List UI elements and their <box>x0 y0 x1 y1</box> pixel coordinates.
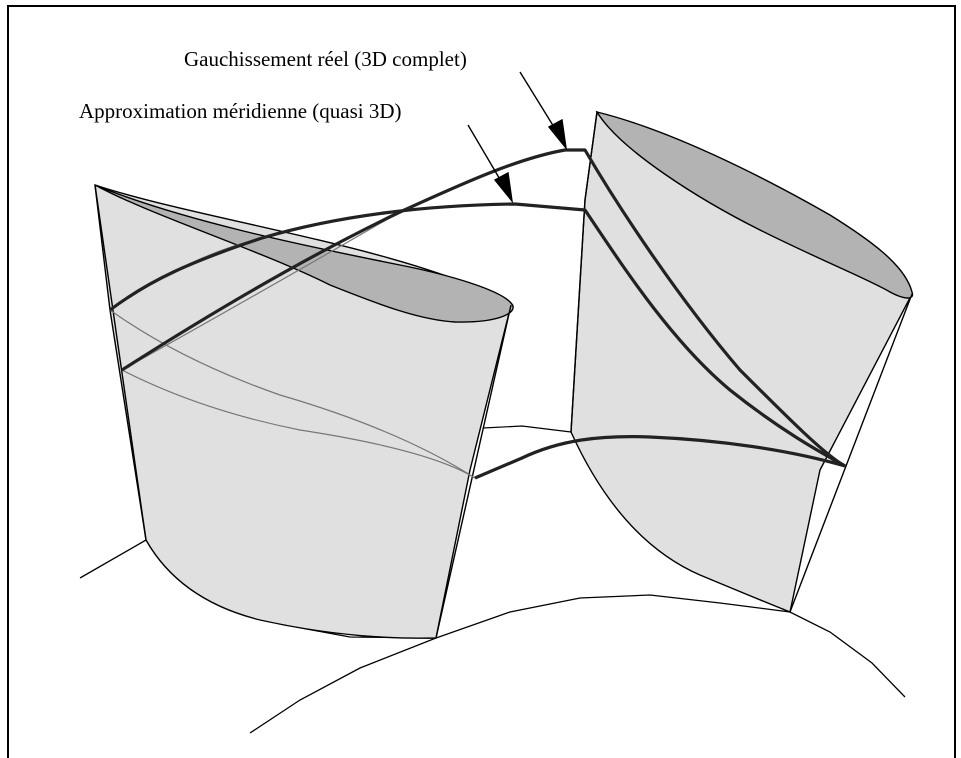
right-blade-trailing-edge <box>789 293 913 613</box>
hidden-line-lower <box>121 369 476 479</box>
passage-bottom-curve <box>474 435 846 480</box>
left-blade-leading-edge <box>94 184 147 541</box>
right-blade-top <box>595 110 914 299</box>
meridian-approx-curve <box>109 202 846 468</box>
label-real-warping: Gauchissement réel (3D complet) <box>184 47 467 71</box>
hidden-line-upper <box>109 309 476 479</box>
real-warping-arrowhead <box>547 118 568 151</box>
passage-thin-line <box>482 425 572 433</box>
left-blade <box>94 183 514 639</box>
label-meridian-approx: Approximation méridienne (quasi 3D) <box>79 99 402 123</box>
left-blade-trailing-edge <box>435 304 512 639</box>
real-warping-curve <box>121 148 846 468</box>
meridian-arrowhead <box>493 171 514 204</box>
hidden-line-lower-back <box>121 211 401 371</box>
annotation-arrows <box>467 71 568 204</box>
section-curves <box>109 148 846 480</box>
left-blade-top <box>94 184 514 323</box>
right-blade-leading-edge <box>570 111 598 433</box>
figure-frame <box>7 5 956 758</box>
right-blade <box>570 110 914 613</box>
hub-curve-main <box>249 594 906 734</box>
